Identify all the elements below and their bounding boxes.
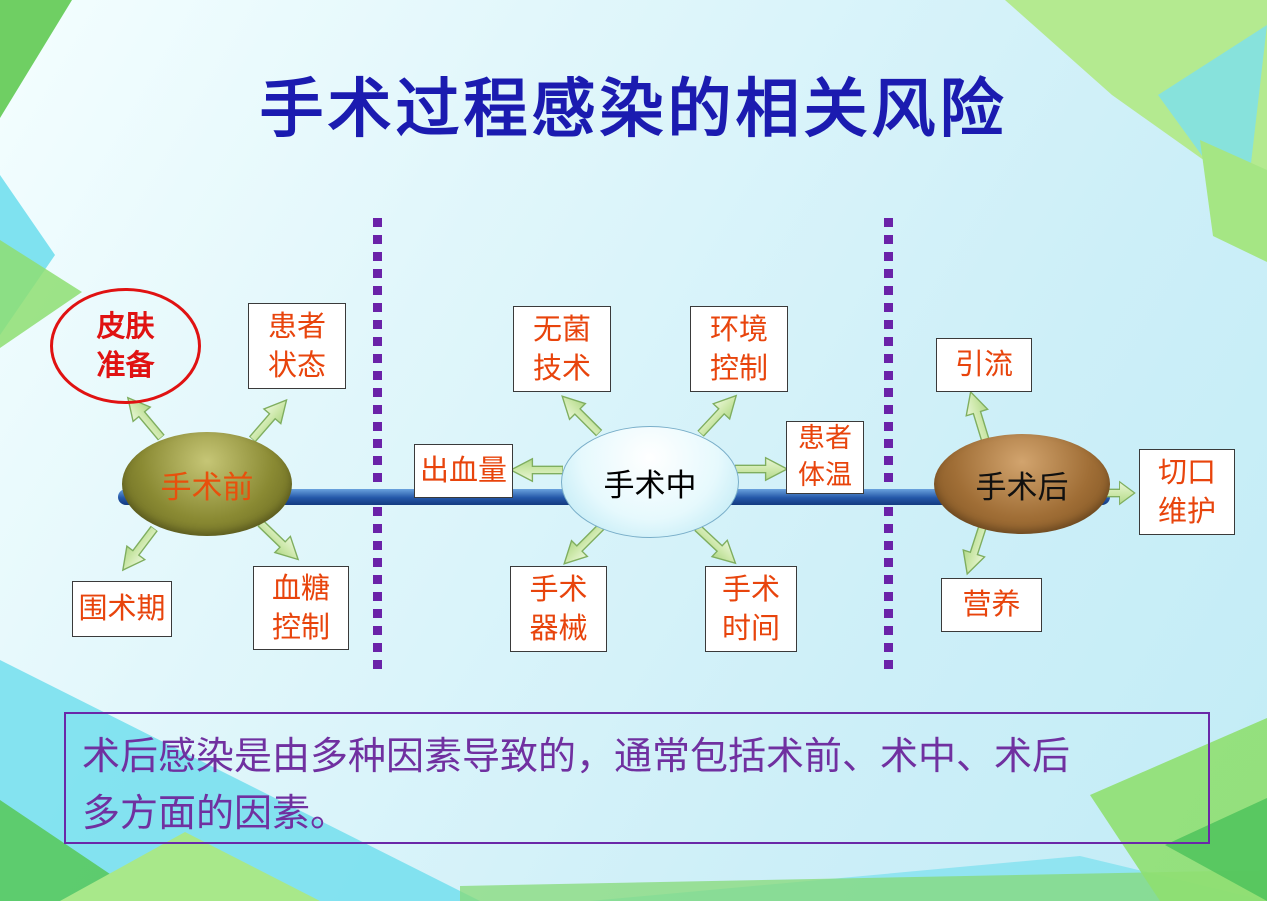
slide-title: 手术过程感染的相关风险 (259, 73, 1008, 147)
block-arrow-icon (509, 456, 564, 484)
factor-drainage: 引流 (936, 338, 1032, 392)
phase-post-op: 手术后 (934, 434, 1110, 534)
block-arrow-icon (111, 520, 166, 580)
factor-operation-duration: 手术 时间 (705, 566, 797, 652)
factor-glucose-control: 血糖 控制 (253, 566, 349, 650)
factor-aseptic-technique: 无菌 技术 (513, 306, 611, 392)
factor-perioperative: 围术期 (72, 581, 172, 637)
block-arrow-icon (953, 520, 996, 580)
block-arrow-icon (242, 389, 299, 448)
block-arrow-icon (551, 385, 609, 443)
factor-incision-care: 切口 维护 (1139, 449, 1235, 535)
factor-patient-status: 患者 状态 (248, 303, 346, 389)
block-arrow-icon (688, 517, 747, 574)
block-arrow-icon (734, 455, 789, 483)
factor-blood-loss: 出血量 (414, 444, 513, 498)
phase-intra-op: 手术中 (561, 426, 739, 538)
block-arrow-icon (957, 386, 1000, 446)
factor-instruments: 手术 器械 (510, 566, 607, 652)
factor-skin-prep: 皮肤 准备 (50, 288, 201, 404)
factor-patient-temperature: 患者 体温 (786, 421, 864, 494)
factor-environment-control: 环境 控制 (690, 306, 788, 392)
block-arrow-icon (553, 517, 611, 575)
factor-nutrition: 营养 (941, 578, 1042, 632)
block-arrow-icon (251, 513, 309, 571)
block-arrow-icon (690, 385, 747, 444)
divider-intra-post (884, 218, 893, 673)
footer-note: 术后感染是由多种因素导致的，通常包括术前、术中、术后 多方面的因素。 (64, 712, 1210, 844)
phase-pre-op: 手术前 (122, 432, 292, 536)
divider-pre-intra (373, 218, 382, 673)
